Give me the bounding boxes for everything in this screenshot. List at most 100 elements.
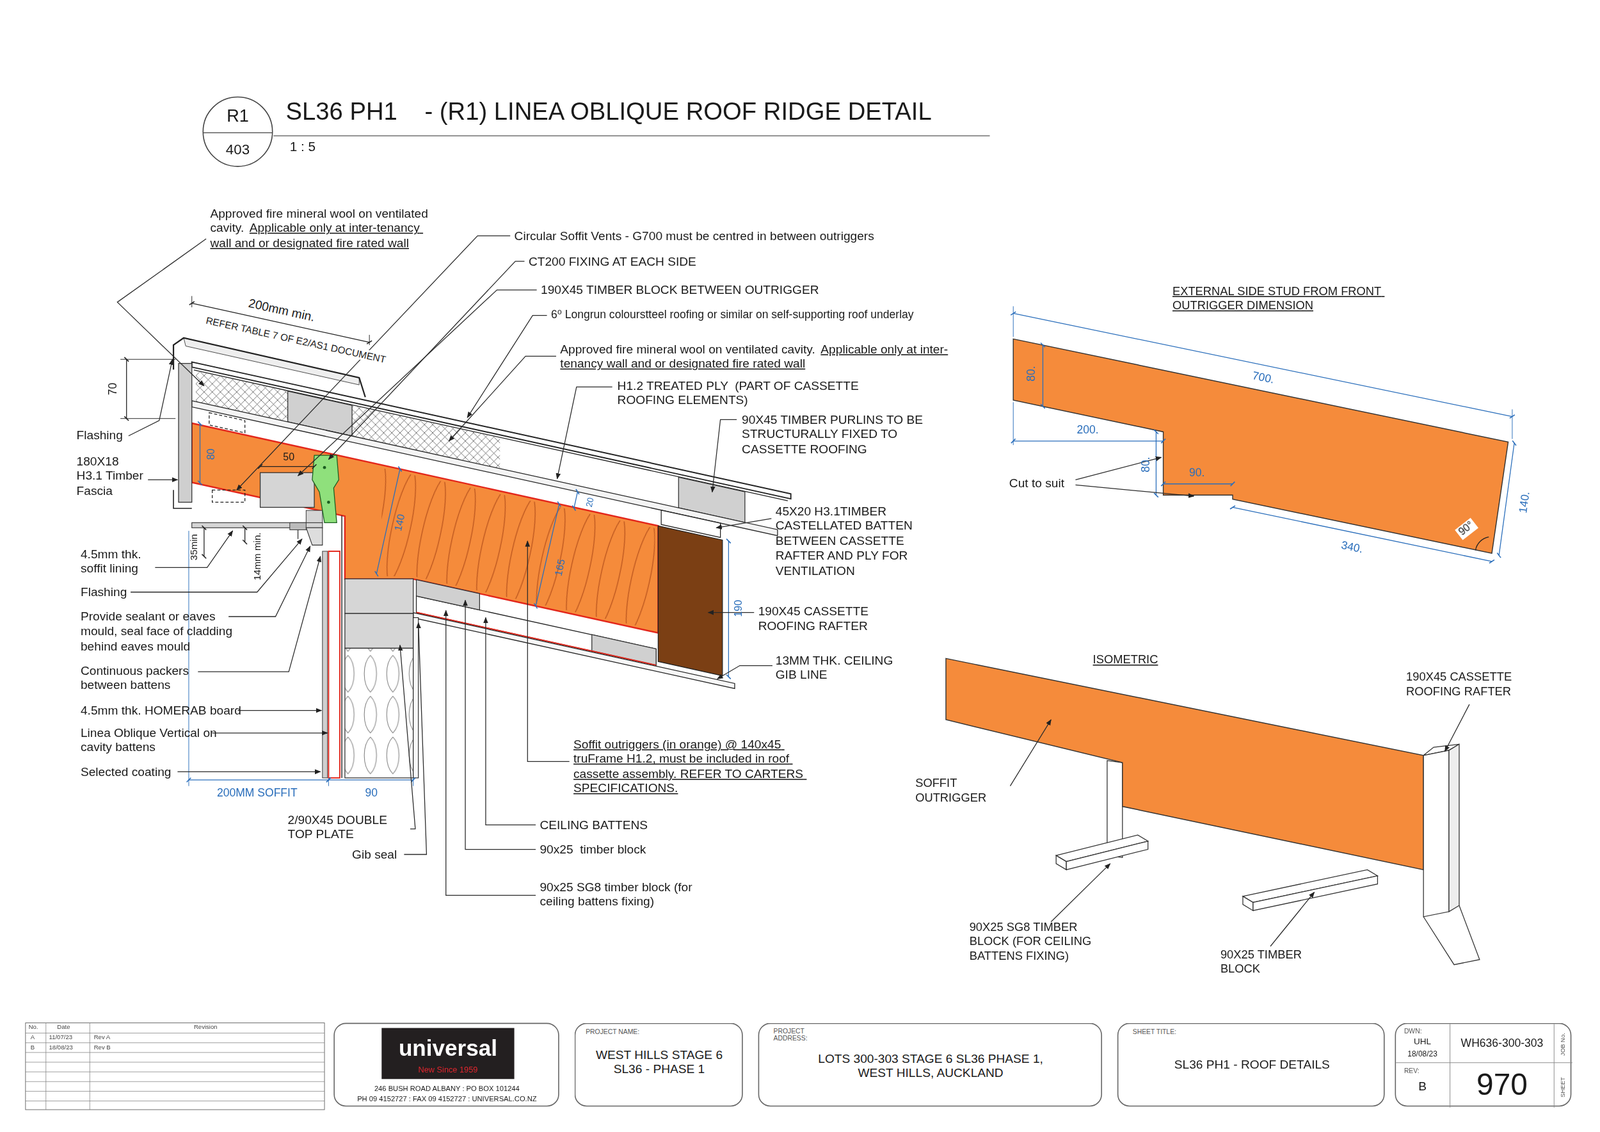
callout-label: 2/90X45 DOUBLE TOP PLATE	[288, 812, 409, 842]
isometric-view	[1009, 719, 1051, 786]
callout-label: Gib seal	[352, 846, 397, 862]
wall-section	[328, 551, 340, 778]
outrigger-elevation	[1013, 440, 1163, 441]
table-cell: Revision	[193, 1023, 218, 1031]
dimension-label: 90.	[1189, 465, 1205, 480]
dimension-label: 340.	[1340, 538, 1365, 557]
leader-line	[467, 315, 547, 418]
isometric-view	[945, 657, 1480, 964]
leader-line	[712, 419, 737, 492]
box-text: 246 BUSH ROAD ALBANY : PO BOX 101244	[374, 1084, 520, 1094]
dimension-line	[369, 334, 370, 345]
roof-section	[657, 525, 722, 676]
callout-label: Soffit outriggers (in orange) @ 140x45 t…	[573, 736, 824, 796]
isometric-view	[1253, 875, 1378, 911]
outrigger-elevation	[1511, 408, 1513, 439]
table-cell: Date	[56, 1023, 70, 1031]
leader-line	[128, 359, 173, 436]
title-rule	[273, 135, 990, 137]
leader-line	[237, 709, 322, 711]
eaves-detail	[212, 489, 246, 502]
box-text: New Since 1959	[417, 1064, 478, 1075]
isometric-view	[1423, 904, 1480, 964]
leader-line	[465, 600, 536, 850]
callout-label: Flashing	[76, 427, 123, 443]
outrigger-elevation	[1013, 401, 1014, 445]
callout-label: 4.5mm thk. HOMERAB board	[80, 703, 242, 719]
dimension-line	[328, 778, 413, 780]
outrigger-elevation	[1013, 305, 1515, 562]
eaves-detail	[327, 500, 331, 504]
title-block-box: SHEET TITLE:SL36 PH1 - ROOF DETAILS	[1117, 1022, 1385, 1107]
outrigger-elevation	[1232, 506, 1492, 562]
eaves-detail	[260, 472, 315, 507]
dimension-line	[191, 295, 192, 308]
callout-label: 190X45 CASSETTE ROOFING RAFTER	[1406, 670, 1529, 699]
isometric-view	[1050, 863, 1110, 922]
reference-circle-outline	[202, 132, 272, 134]
dimension-line	[120, 359, 176, 360]
box-text: PH 09 4152727 : FAX 09 4152727 : UNIVERS…	[357, 1095, 537, 1104]
eaves-detail	[173, 337, 366, 546]
leader-line	[557, 386, 613, 479]
revision-table	[25, 1022, 325, 1110]
wall-section	[344, 578, 414, 614]
isometric-view	[1445, 704, 1470, 751]
callout-label: H1.2 TREATED PLY (PART OF CASSETTE ROOFI…	[617, 378, 889, 409]
outrigger-elevation	[1498, 442, 1515, 555]
roof-section	[413, 612, 735, 688]
eaves-detail	[173, 489, 192, 509]
callout-label: 6⁰ Longrun colourstteel roofing or simil…	[551, 308, 914, 322]
box-text: 18/08/23	[1407, 1049, 1438, 1059]
dimension-line	[328, 777, 329, 786]
outrigger-elevation	[1163, 483, 1233, 484]
outrigger-elevation	[1013, 338, 1508, 553]
title-block-box: PROJECT NAME:WEST HILLS STAGE 6 SL36 - P…	[574, 1022, 744, 1107]
eaves-detail	[289, 522, 307, 530]
wall-section	[322, 551, 328, 778]
callout-group: Approved fire mineral wool on ventilated…	[209, 206, 443, 251]
title-block-box: PROJECT ADDRESS:LOTS 300-303 STAGE 6 SL3…	[758, 1022, 1103, 1107]
drawing-scale: 1 : 5	[289, 138, 316, 155]
roof-section	[416, 595, 657, 665]
reference-circle-outline	[202, 96, 272, 166]
company-logo: universalNew Since 1959	[381, 1027, 514, 1080]
revision-table	[25, 1022, 325, 1110]
box-text: UHL	[1413, 1036, 1432, 1048]
dimension-label: 50	[282, 451, 295, 464]
dimension-line	[199, 423, 201, 483]
outrigger-elevation	[1475, 536, 1489, 551]
box-text: SHEET TITLE:	[1132, 1027, 1177, 1036]
callout-label: Continuous packers between battens	[80, 663, 203, 693]
box-text: 403	[225, 140, 250, 158]
callout-label: 90X45 TIMBER PURLINS TO BE STRUCTURALLY …	[741, 412, 936, 457]
outrigger-elevation	[1013, 305, 1014, 337]
leader-line	[400, 645, 416, 829]
box-text: 970	[1476, 1066, 1528, 1103]
callout-label: 90X25 SG8 TIMBER BLOCK (FOR CEILING BATT…	[969, 920, 1108, 963]
dimension-label: 90	[365, 785, 379, 800]
callout-label: 90x25 SG8 timber block (for ceiling batt…	[539, 879, 719, 909]
roof-section	[192, 361, 792, 688]
dimension-line	[574, 491, 578, 509]
isometric-view	[945, 657, 1424, 870]
outrigger-elevation	[1013, 312, 1513, 416]
drawing-title: SL36 PH1 - (R1) LINEA OBLIQUE ROOF RIDGE…	[285, 96, 932, 127]
isometric-view	[1056, 855, 1067, 870]
leader-line	[177, 771, 320, 772]
dimension-label: 14mm min.	[251, 531, 264, 580]
outrigger-elevation	[1155, 431, 1157, 495]
dimension-line	[535, 503, 560, 606]
isometric-view	[1448, 743, 1460, 911]
leader-line	[527, 540, 569, 761]
leader-line	[212, 732, 328, 733]
callout-label: 190X45 CASSETTE ROOFING RAFTER	[758, 604, 902, 634]
leader-line	[117, 238, 207, 386]
callout-label: Provide sealant or eaves mould, seal fac…	[80, 609, 253, 654]
dimension-line	[126, 359, 127, 418]
callout-label: 13MM THK. CEILING GIB LINE	[775, 652, 896, 683]
eaves-detail	[305, 510, 323, 523]
isometric-view	[1423, 750, 1449, 917]
callout-label: 45X20 H3.1TIMBER CASTELLATED BATTEN BETW…	[775, 504, 934, 578]
eaves-detail	[178, 363, 192, 503]
